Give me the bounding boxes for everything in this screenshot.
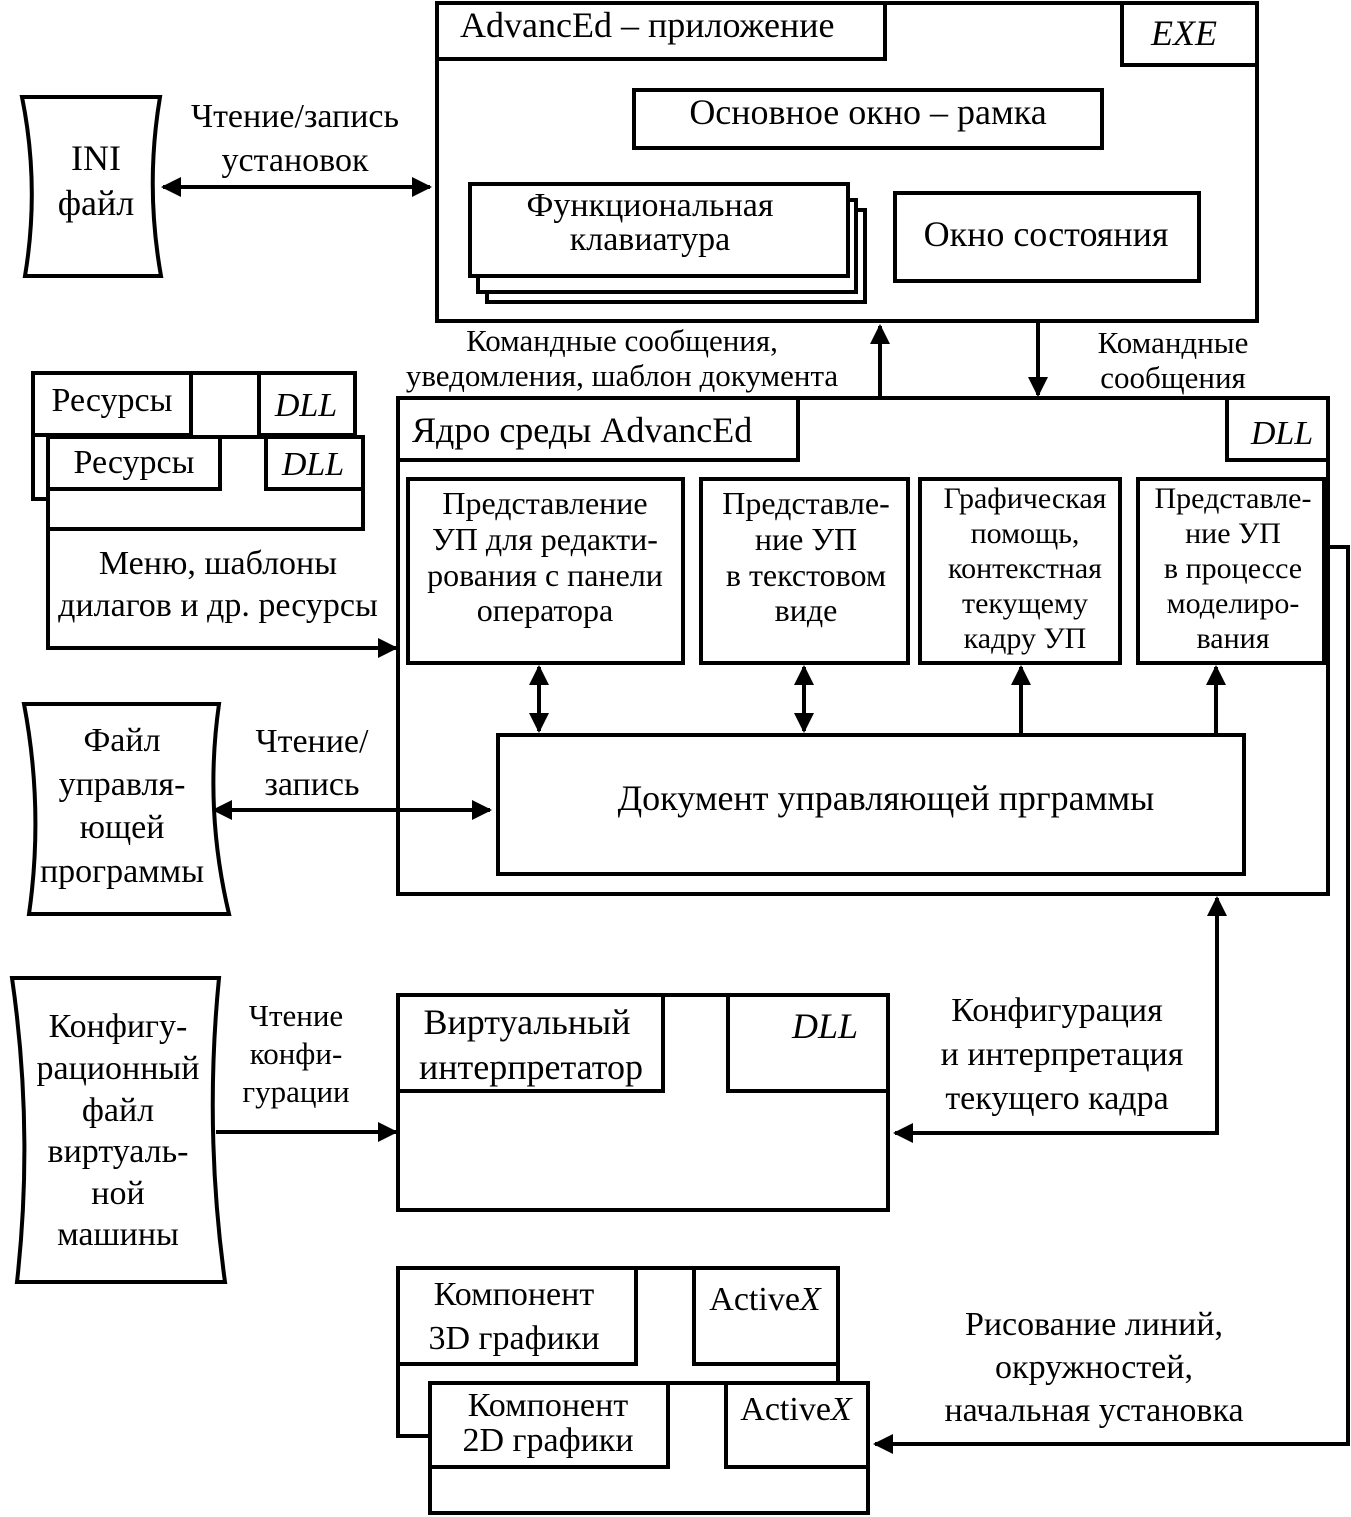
vm-config-line-5: ной <box>91 1175 144 1212</box>
view-simulation-line-4: моделиро- <box>1167 587 1300 620</box>
program-file-link-line-2: запись <box>264 766 359 803</box>
view-graphic-line-5: кадру УП <box>964 622 1087 655</box>
view-text-line-3: в текстовом <box>726 557 886 593</box>
vm-config-link-line-3: гурации <box>242 1074 349 1109</box>
ini-link-line-1: Чтение/запись <box>191 98 399 135</box>
resources-dll-stack: Ресурсы DLL Ресурсы DLL <box>31 371 365 531</box>
view-text-line-2: ние УП <box>755 521 857 557</box>
main-window-label: Основное окно – рамка <box>689 92 1046 132</box>
program-file: Файл управля- ющей программы <box>21 702 232 916</box>
vm-config-link-line-1: Чтение <box>249 998 343 1033</box>
program-file-link-line-1: Чтение/ <box>256 723 370 760</box>
view-text-line-1: Представле- <box>722 485 889 521</box>
function-keys-stack: Функциональная клавиатура <box>468 182 867 304</box>
interpreter-core-arrow <box>893 896 1227 1143</box>
view-graphic-line-1: Графическая <box>944 482 1107 515</box>
interpreter-link-line-3: текущего кадра <box>945 1080 1168 1117</box>
comp3d-line-2: 3D графики <box>428 1320 599 1357</box>
virtual-interpreter-block: Виртуальный интерпретатор DLL <box>396 993 890 1212</box>
resources-back-dll: DLL <box>274 387 337 424</box>
main-window-frame <box>632 88 1104 150</box>
view-text <box>699 477 910 665</box>
messages-down-line-2: сообщения <box>1100 360 1246 395</box>
vm-config-line-4: виртуаль- <box>48 1133 189 1170</box>
resources-link-line-1: Меню, шаблоны <box>99 545 337 582</box>
resources-link-line-2: дилагов и др. ресурсы <box>58 587 378 624</box>
program-file-line-2: управля- <box>59 766 186 803</box>
graphics-link-line-2: окружностей, <box>995 1349 1193 1386</box>
view-graphic-line-4: текущему <box>962 587 1088 620</box>
graphics-components: Компонент 3D графики ActiveX Компонент 2… <box>396 1266 870 1515</box>
view-edit-line-3: рования с панели <box>427 557 663 593</box>
exe-tag: EXE <box>1150 13 1217 53</box>
view-edit-line-2: УП для редакти- <box>432 521 658 557</box>
application-title: AdvancEd – приложение <box>460 5 834 45</box>
interpreter-dll-tag: DLL <box>791 1006 858 1046</box>
interpreter-link-line-1: Конфигурация <box>951 992 1163 1029</box>
core-dll-tag: DLL <box>1250 415 1313 452</box>
view-edit-panel <box>406 477 685 665</box>
ini-file-line-1: INI <box>71 138 121 178</box>
program-file-line-1: Файл <box>83 722 160 759</box>
messages-down-line-1: Командные <box>1098 325 1249 360</box>
ini-file-line-2: файл <box>58 183 135 223</box>
program-file-line-3: ющей <box>80 809 165 846</box>
comp3d-line-1: Компонент <box>434 1276 595 1313</box>
resources-back-label: Ресурсы <box>52 382 173 419</box>
resources-arrow <box>46 529 398 658</box>
messages-up-line-2: уведомления, шаблон документа <box>406 358 839 393</box>
status-window-label: Окно состояния <box>924 214 1169 254</box>
graphics-drawing-arrow <box>873 545 1350 1454</box>
advanced-application-block: AdvancEd – приложение EXE Основное окно … <box>435 1 1259 323</box>
function-keys-line-1: Функциональная <box>527 187 774 224</box>
view-simulation-line-3: в процессе <box>1164 552 1302 585</box>
vm-config-line-2: рационный <box>37 1050 200 1087</box>
graphics-link-line-3: начальная установка <box>944 1392 1243 1429</box>
vm-config-line-6: машины <box>57 1216 179 1253</box>
ini-file: INI файл <box>19 95 164 278</box>
view-graphic-line-2: помощь, <box>971 517 1080 550</box>
view-simulation-line-2: ние УП <box>1185 517 1281 550</box>
view-simulation-line-1: Представле- <box>1154 482 1311 515</box>
status-window <box>893 191 1201 283</box>
activex-3d: ActiveX <box>709 1281 822 1318</box>
messages-up-line-1: Командные сообщения, <box>466 323 778 358</box>
vm-config-line-3: файл <box>82 1092 154 1129</box>
core-title: Ядро среды AdvancEd <box>412 410 752 450</box>
program-document <box>496 733 1246 876</box>
ini-link-line-2: установок <box>222 142 369 179</box>
view-graphic-help <box>918 477 1122 665</box>
view-text-line-4: виде <box>775 592 838 628</box>
interpreter-title-line-1: Виртуальный <box>424 1002 631 1042</box>
interpreter-link-line-2: и интерпретация <box>941 1036 1184 1073</box>
resources-front-label: Ресурсы <box>74 444 195 481</box>
comp2d-line-2: 2D графики <box>462 1422 633 1459</box>
graphics-link-line-1: Рисование линий, <box>965 1306 1223 1343</box>
interpreter-title-line-2: интерпретатор <box>419 1047 643 1087</box>
view-edit-line-1: Представление <box>442 485 647 521</box>
comp2d-line-1: Компонент <box>468 1387 629 1424</box>
vm-config-link-line-2: конфи- <box>250 1036 343 1071</box>
program-document-label: Документ управляющей прграммы <box>618 778 1155 818</box>
core-block: Ядро среды AdvancEd DLL Представление УП… <box>396 396 1330 896</box>
view-simulation-line-5: вания <box>1197 622 1270 655</box>
view-simulation <box>1136 477 1326 665</box>
view-graphic-line-3: контекстная <box>948 552 1102 585</box>
view-edit-line-4: оператора <box>477 592 613 628</box>
program-file-line-4: программы <box>40 853 204 890</box>
vm-config-line-1: Конфигу- <box>49 1008 188 1045</box>
activex-2d: ActiveX <box>740 1391 853 1428</box>
function-keys-line-2: клавиатура <box>570 221 731 258</box>
resources-front-dll: DLL <box>281 446 344 483</box>
vm-config-file: Конфигу- рационный файл виртуаль- ной ма… <box>9 976 228 1284</box>
